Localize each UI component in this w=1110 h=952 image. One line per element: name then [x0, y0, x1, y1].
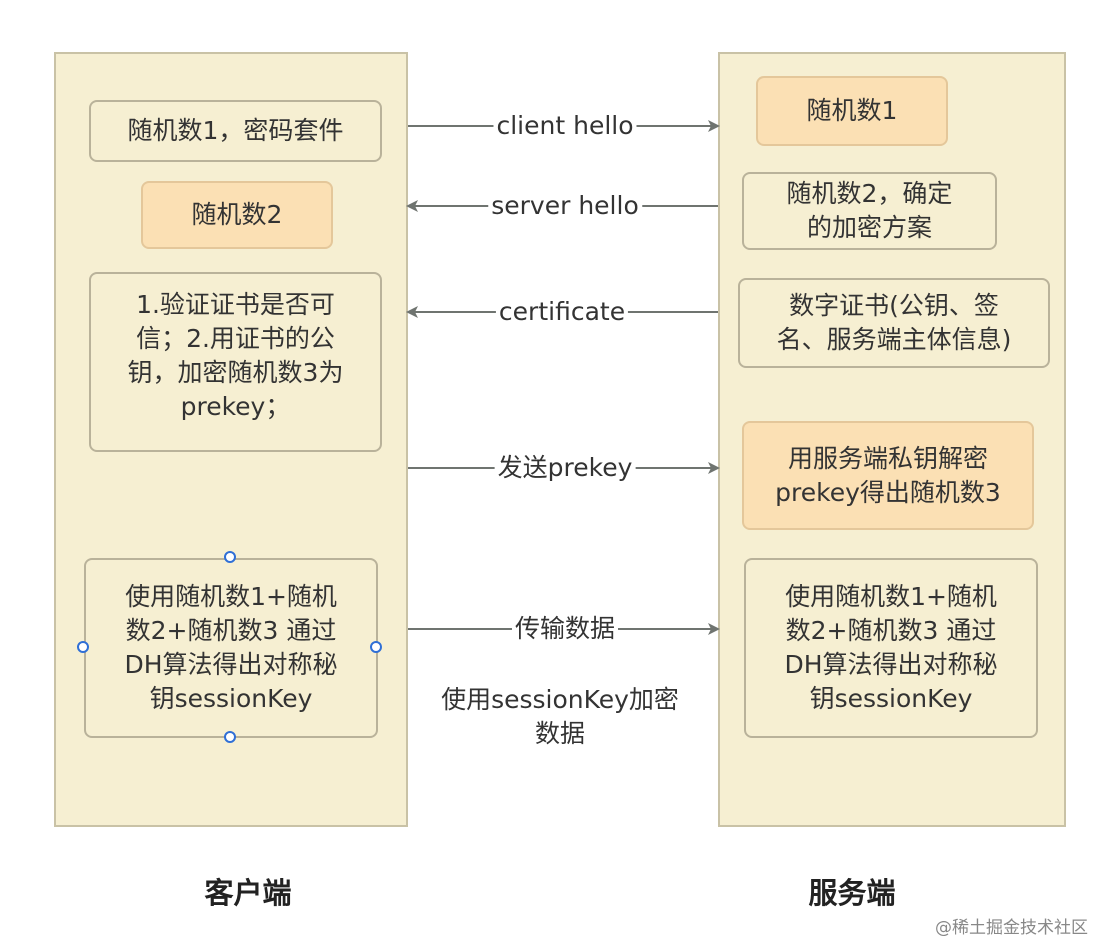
client-box-line: 使用随机数1+随机 — [125, 582, 337, 611]
message-label-certificate: certificate — [495, 297, 629, 327]
message-label-server-hello: server hello — [488, 191, 642, 221]
server-box-line: 数2+随机数3 通过 — [785, 616, 997, 645]
resize-handle-right[interactable] — [370, 641, 382, 653]
client-title: 客户端 — [204, 876, 292, 910]
server-box-line: 随机数1 — [806, 96, 898, 125]
client-box-session-key[interactable]: 使用随机数1+随机 数2+随机数3 通过 DH算法得出对称秘 钥sessionK… — [84, 558, 378, 738]
message-label-transfer-data: 传输数据 — [511, 614, 619, 644]
client-box-line: 1.验证证书是否可 — [136, 290, 335, 319]
server-box-line: 随机数2，确定 — [786, 179, 953, 208]
server-box-line: DH算法得出对称秘 — [784, 650, 998, 679]
message-label-client-hello: client hello — [493, 111, 637, 141]
server-box-line: 的加密方案 — [806, 213, 932, 242]
resize-handle-left[interactable] — [77, 641, 89, 653]
server-title: 服务端 — [808, 876, 896, 910]
client-box-line: prekey； — [180, 392, 291, 421]
client-box-line: 随机数2 — [191, 200, 283, 229]
client-box-line: 钥，加密随机数3为 — [127, 358, 344, 387]
resize-handle-top[interactable] — [224, 551, 236, 563]
note-line: 使用sessionKey加密 — [441, 685, 679, 714]
server-box-random2-cipher: 随机数2，确定 的加密方案 — [742, 172, 997, 250]
server-box-line: 名、服务端主体信息) — [776, 325, 1012, 354]
client-box-line: 钥sessionKey — [149, 684, 313, 713]
watermark: @稀土掘金技术社区 — [935, 918, 1088, 938]
client-box-line: 信；2.用证书的公 — [136, 324, 335, 353]
client-box-random1-cipher-suite: 随机数1，密码套件 — [89, 100, 382, 162]
server-box-decrypt-prekey: 用服务端私钥解密 prekey得出随机数3 — [742, 421, 1034, 530]
resize-handle-bottom[interactable] — [224, 731, 236, 743]
server-box-line: 数字证书(公钥、签 — [789, 291, 999, 320]
server-box-certificate: 数字证书(公钥、签 名、服务端主体信息) — [738, 278, 1050, 368]
server-box-session-key: 使用随机数1+随机 数2+随机数3 通过 DH算法得出对称秘 钥sessionK… — [744, 558, 1038, 738]
server-box-line: 使用随机数1+随机 — [785, 582, 997, 611]
client-box-line: 数2+随机数3 通过 — [125, 616, 337, 645]
encryption-note: 使用sessionKey加密 数据 — [410, 683, 710, 751]
client-box-random2: 随机数2 — [141, 181, 333, 249]
note-line: 数据 — [534, 719, 585, 748]
server-box-random1: 随机数1 — [756, 76, 948, 146]
client-box-line: 随机数1，密码套件 — [127, 116, 344, 145]
server-box-line: prekey得出随机数3 — [775, 477, 1001, 507]
server-box-line: 钥sessionKey — [809, 684, 973, 713]
server-box-line: 用服务端私钥解密 — [787, 443, 988, 473]
client-box-verify-certificate: 1.验证证书是否可 信；2.用证书的公 钥，加密随机数3为 prekey； — [89, 272, 382, 452]
client-box-line: DH算法得出对称秘 — [124, 650, 338, 679]
message-label-send-prekey: 发送prekey — [494, 453, 636, 483]
